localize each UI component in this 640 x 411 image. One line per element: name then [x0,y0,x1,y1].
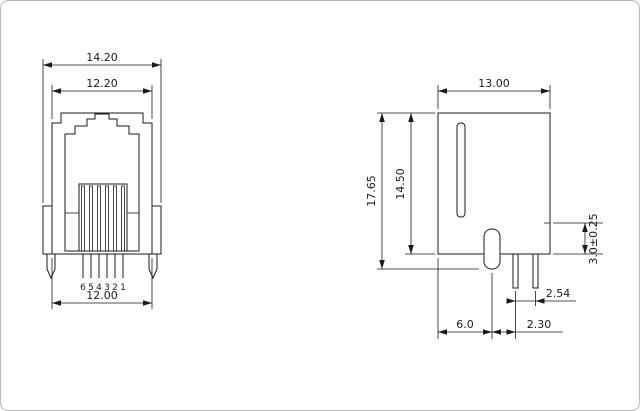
latch-slot [456,122,466,218]
side-view: 13.00 17.65 14.50 3.0±0.25 [365,77,603,339]
side-pin-2 [532,253,539,289]
dim-overall-width-label: 14.20 [86,51,118,64]
dim-depth: 13.00 [437,77,551,109]
dim-depth-label: 13.00 [478,77,510,90]
dim-overall-height: 17.65 [365,112,479,270]
dim-body-width: 12.20 [51,77,153,119]
dim-post-to-pin-label: 2.30 [527,318,552,331]
dim-bottom-width: 12.00 [51,258,153,309]
front-pins [82,254,124,278]
dim-body-width-label: 12.20 [86,77,118,90]
mounting-post [483,228,501,270]
dim-pin-pitch-label: 2.54 [546,287,571,300]
dim-overall-width: 14.20 [42,51,162,203]
dim-post-to-pin: 2.30 [492,318,551,335]
left-tab [42,205,53,255]
pin-number-5: 5 [88,283,94,293]
dim-pin-pitch: 2.54 [506,287,576,339]
dim-body-height-label: 14.50 [394,168,407,200]
contact-block [78,183,128,252]
dim-bottom-width-label: 12.00 [86,289,118,302]
left-board-lock [46,254,56,280]
pin-number-6: 6 [80,283,86,293]
right-tab [151,205,162,255]
pin-number-1: 1 [120,283,126,293]
pin-numbers: 6 5 4 3 2 1 [80,283,126,293]
side-pin-1 [512,253,519,289]
plug-opening-outline [64,113,140,252]
pin-number-4: 4 [96,283,102,293]
dim-tail-length: 3.0±0.25 [553,213,603,265]
pin-number-2: 2 [112,283,118,293]
contacts [81,185,125,252]
pin-number-3: 3 [104,283,110,293]
front-view: 6 5 4 3 2 1 14.20 12.20 [42,51,162,309]
dim-overall-height-label: 17.65 [365,175,378,207]
right-board-lock [148,254,158,280]
dim-tail-length-label: 3.0±0.25 [587,213,600,264]
dim-post-offset-label: 6.0 [456,318,474,331]
dim-body-height: 14.50 [394,113,435,255]
